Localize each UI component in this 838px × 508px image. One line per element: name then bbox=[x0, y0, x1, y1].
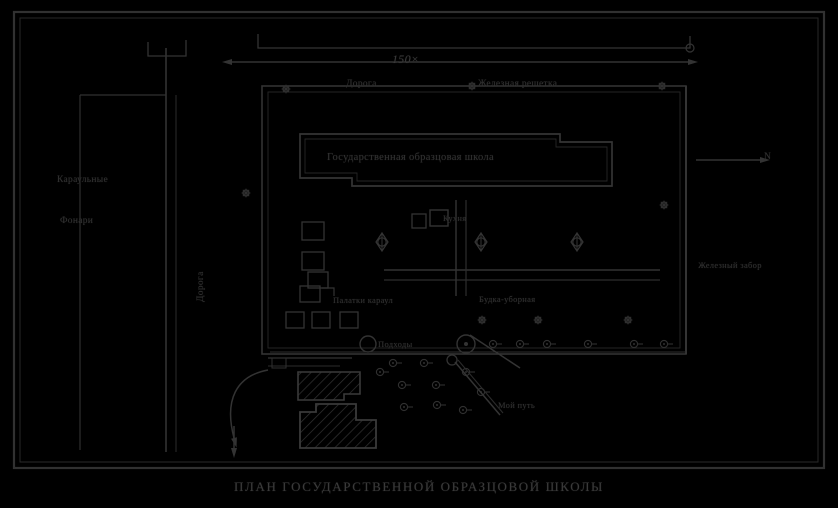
legend-guards-label: Караульные bbox=[57, 175, 109, 185]
lantern-markers bbox=[375, 232, 584, 252]
left-region-guides bbox=[79, 48, 177, 452]
dimension-150-label: 150× bbox=[392, 52, 420, 66]
compass-north-label: N bbox=[764, 152, 772, 162]
main-school-building bbox=[299, 133, 613, 187]
outside-markers bbox=[375, 358, 491, 415]
label-main-building: Государственная образцовая школа bbox=[327, 152, 494, 163]
label-iron-fence: Железный забор bbox=[698, 260, 762, 270]
hatched-blocks bbox=[297, 371, 377, 449]
outer-frame bbox=[12, 10, 826, 470]
kitchen-buildings bbox=[411, 209, 449, 229]
page-title: ПЛАН ГОСУДАРСТВЕННОЙ ОБРАЗЦОВОЙ ШКОЛЫ bbox=[234, 479, 604, 494]
central-paths bbox=[384, 200, 660, 296]
booth-marker-row bbox=[270, 314, 686, 354]
perimeter-markers bbox=[240, 80, 670, 211]
label-sentry-post: Подходы bbox=[378, 339, 413, 349]
legend-lanterns-label: Фонари bbox=[60, 216, 94, 226]
label-my-path: Мой путь bbox=[498, 400, 536, 410]
top-dimension-group bbox=[147, 34, 698, 65]
label-kitchen: Кухня bbox=[443, 213, 467, 223]
label-iron-grating: Железная решетка bbox=[478, 79, 558, 89]
label-road-top: Дорога bbox=[346, 79, 377, 89]
approach-lines bbox=[229, 357, 352, 458]
my-path-line bbox=[446, 334, 521, 416]
tent-squares bbox=[285, 221, 359, 329]
label-toilet-booth: Будка-уборная bbox=[479, 294, 536, 304]
label-guard-tents: Палатки караул bbox=[333, 295, 393, 305]
label-road-left: Дорога bbox=[196, 271, 206, 302]
yard-boundary bbox=[261, 85, 687, 355]
